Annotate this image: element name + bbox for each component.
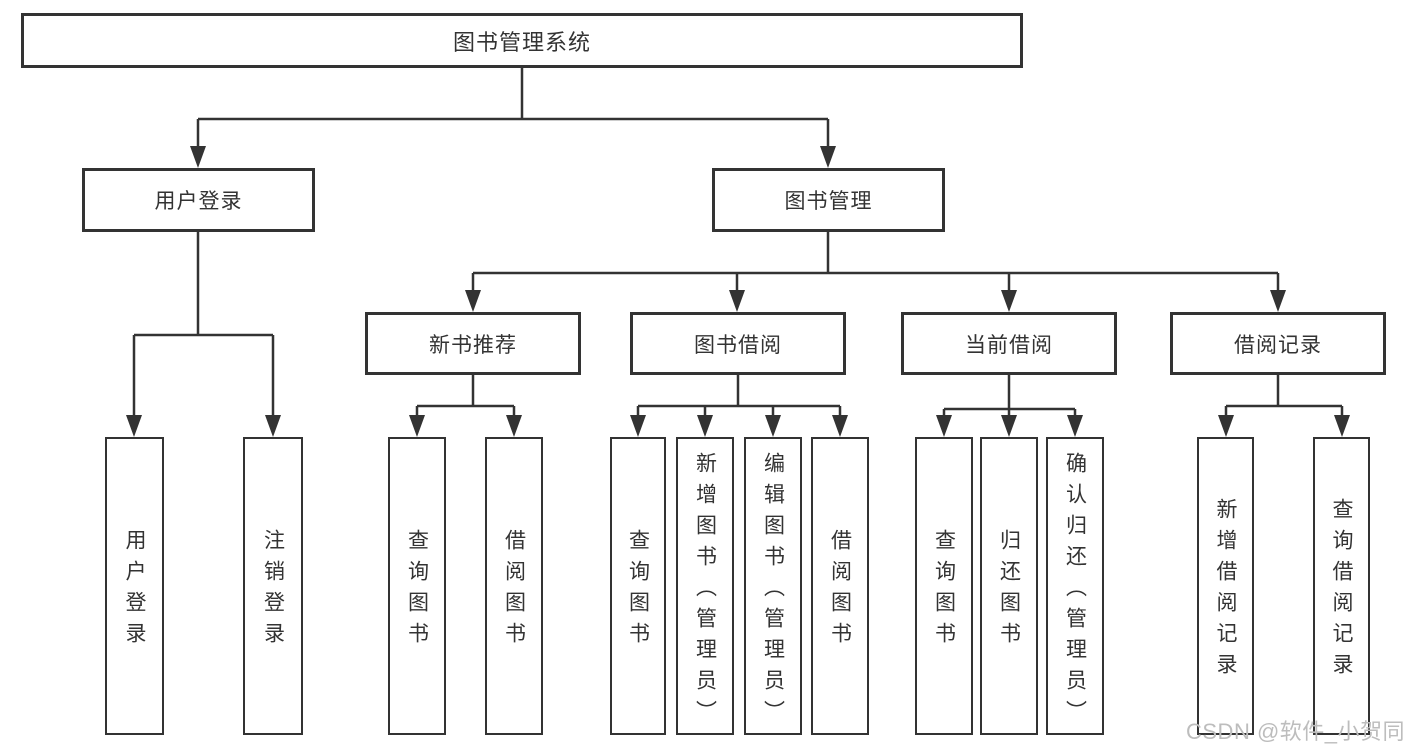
node-book-management: 图书管理	[712, 168, 945, 232]
leaf-add-book-admin: 新增图书（管理员）	[676, 437, 734, 735]
leaf-return-books-label: 归还图书	[997, 529, 1021, 653]
leaf-query-borrow-record: 查询借阅记录	[1313, 437, 1370, 735]
leaf-query-books-3-label: 查询图书	[932, 529, 956, 653]
node-book-management-label: 图书管理	[784, 190, 873, 213]
leaf-query-books-1-label: 查询图书	[405, 529, 429, 653]
leaf-query-borrow-record-label: 查询借阅记录	[1330, 498, 1353, 684]
leaf-borrow-books-2-label: 借阅图书	[828, 529, 852, 653]
node-new-book-recommend-label: 新书推荐	[429, 333, 517, 357]
leaf-return-books: 归还图书	[980, 437, 1038, 735]
leaf-user-login: 用户登录	[105, 437, 164, 735]
watermark: CSDN @软件_小贺同学	[1186, 719, 1405, 744]
node-new-book-recommend: 新书推荐	[365, 312, 581, 375]
leaf-query-books-1: 查询图书	[388, 437, 446, 735]
leaf-borrow-books-1-label: 借阅图书	[502, 529, 526, 653]
node-user-login-label: 用户登录	[154, 190, 243, 213]
leaf-borrow-books-2: 借阅图书	[811, 437, 869, 735]
node-book-borrowing: 图书借阅	[630, 312, 846, 375]
leaf-query-books-3: 查询图书	[915, 437, 973, 735]
leaf-add-borrow-record-label: 新增借阅记录	[1214, 498, 1237, 684]
node-borrowing-records-label: 借阅记录	[1234, 333, 1322, 357]
leaf-confirm-return-admin: 确认归还（管理员）	[1046, 437, 1104, 735]
leaf-user-login-label: 用户登录	[123, 529, 146, 653]
leaf-logout-label: 注销登录	[261, 529, 285, 653]
node-current-borrowing: 当前借阅	[901, 312, 1117, 375]
leaf-query-books-2-label: 查询图书	[626, 529, 650, 653]
node-current-borrowing-label: 当前借阅	[965, 333, 1053, 357]
leaf-query-books-2: 查询图书	[610, 437, 666, 735]
leaf-borrow-books-1: 借阅图书	[485, 437, 543, 735]
leaf-logout: 注销登录	[243, 437, 303, 735]
node-root: 图书管理系统	[21, 13, 1023, 68]
leaf-edit-book-admin-label: 编辑图书（管理员）	[761, 451, 785, 731]
leaf-add-book-admin-label: 新增图书（管理员）	[693, 451, 717, 731]
node-book-borrowing-label: 图书借阅	[694, 333, 782, 357]
node-borrowing-records: 借阅记录	[1170, 312, 1386, 375]
node-root-label: 图书管理系统	[452, 29, 591, 55]
leaf-confirm-return-admin-label: 确认归还（管理员）	[1063, 451, 1087, 731]
leaf-edit-book-admin: 编辑图书（管理员）	[744, 437, 802, 735]
node-user-login: 用户登录	[82, 168, 315, 232]
leaf-add-borrow-record: 新增借阅记录	[1197, 437, 1254, 735]
